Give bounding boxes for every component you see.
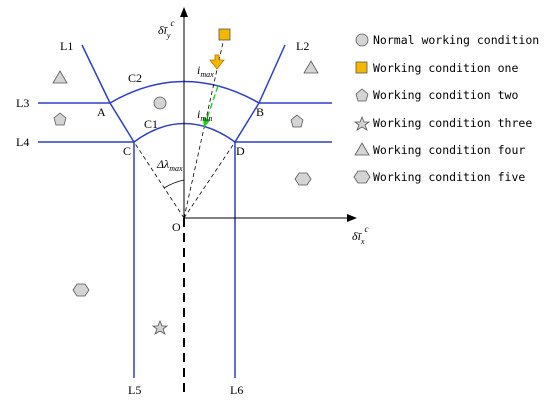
- label-l5: L5: [128, 383, 141, 397]
- label-l1: L1: [60, 39, 73, 53]
- legend-star-icon: [353, 115, 371, 131]
- legend-label-normal: Normal working condition: [373, 33, 539, 47]
- label-arc-c2: C2: [128, 71, 142, 85]
- fault-arrow-icon: [209, 54, 225, 70]
- legend-label-five: Working condition five: [373, 170, 525, 184]
- label-point-a: A: [97, 105, 106, 119]
- label-l2: L2: [296, 39, 309, 53]
- boundary-l1-lower: [109, 102, 135, 143]
- label-delta-lambda-max: Δλmax: [156, 157, 183, 173]
- label-point-c: C: [123, 144, 131, 158]
- legend-triangle-icon: [354, 142, 370, 156]
- marker-triangle-right: [303, 60, 319, 74]
- legend-circle-icon: [355, 33, 369, 47]
- legend-hexagon-icon: [353, 170, 371, 184]
- label-i-min: imin: [197, 107, 212, 123]
- guide-fault: [183, 37, 225, 219]
- guide-od: [183, 141, 236, 219]
- boundary-l2-lower: [234, 102, 260, 143]
- label-y-axis: δīyc: [158, 18, 174, 40]
- marker-triangle-left: [52, 70, 68, 84]
- marker-star: [151, 319, 169, 335]
- label-origin: O: [172, 220, 181, 234]
- guide-oc: [133, 141, 185, 219]
- marker-pentagon-right: [290, 114, 304, 128]
- label-l6: L6: [230, 383, 243, 397]
- label-l4: L4: [16, 135, 29, 149]
- label-i-max: imax: [197, 63, 214, 79]
- legend: [353, 33, 371, 184]
- legend-square-icon: [355, 61, 368, 74]
- legend-label-two: Working condition two: [373, 88, 518, 102]
- marker-normal-condition: [153, 96, 167, 110]
- boundary-lines: [38, 44, 332, 378]
- label-point-b: B: [256, 105, 264, 119]
- legend-pentagon-icon: [355, 88, 369, 102]
- marker-hexagon-left: [72, 283, 90, 297]
- label-arc-c1: C1: [144, 117, 158, 131]
- legend-label-four: Working condition four: [373, 143, 525, 157]
- label-x-axis: δīxc: [352, 224, 368, 246]
- marker-hexagon-right: [294, 172, 312, 186]
- condition-markers: [52, 28, 319, 335]
- boundary-l1: [81, 44, 111, 104]
- marker-working-condition-one: [218, 28, 231, 41]
- angle-arc: [163, 179, 185, 189]
- label-point-d: D: [236, 144, 245, 158]
- trajectory-arrow: [203, 85, 219, 128]
- legend-label-one: Working condition one: [373, 61, 518, 75]
- boundary-l2: [258, 44, 286, 104]
- label-l3: L3: [16, 96, 29, 110]
- legend-label-three: Working condition three: [373, 116, 532, 130]
- marker-pentagon-left: [53, 112, 67, 126]
- dashed-guides: [133, 37, 236, 219]
